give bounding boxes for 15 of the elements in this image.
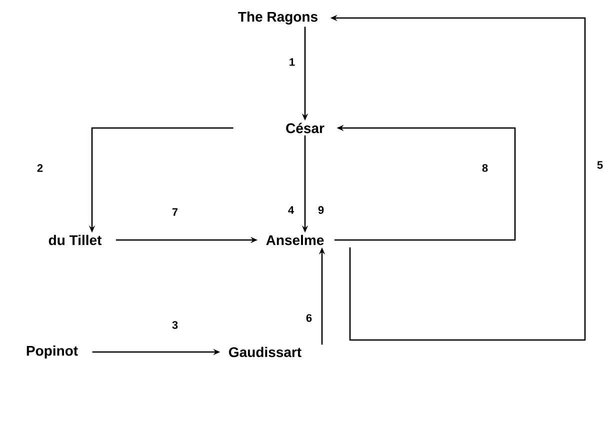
name-label: Popinot	[26, 345, 78, 359]
edge-label: 7	[170, 207, 180, 217]
edge-label: 2	[36, 163, 44, 173]
number-label: 9	[316, 205, 326, 215]
name-label: Gaudissart	[229, 346, 302, 358]
name-label: César	[286, 122, 324, 134]
edge-label: 3	[170, 320, 180, 330]
edge-label: 6	[304, 313, 314, 323]
name-label: du Tillet	[48, 234, 102, 246]
edge-label: 5	[596, 160, 604, 170]
name-label: Anselme	[266, 234, 324, 246]
edge-label: 1	[288, 57, 296, 67]
edge-label: 4	[286, 205, 296, 215]
name-label: The Ragons	[238, 11, 318, 25]
edge-label: 8	[480, 163, 490, 173]
